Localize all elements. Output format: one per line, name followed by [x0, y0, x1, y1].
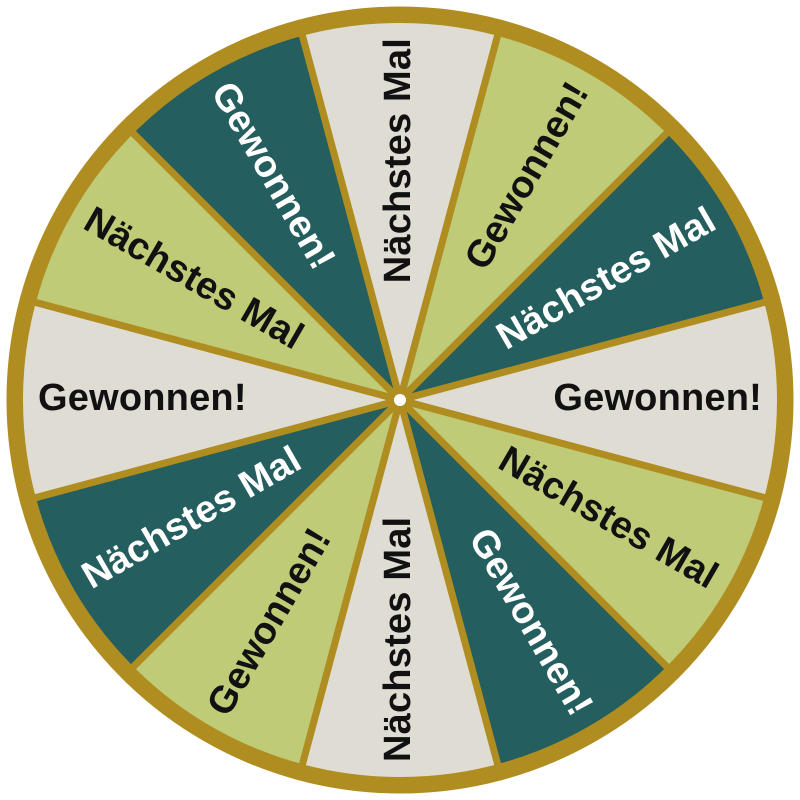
- wheel-segment-label: Gewonnen!: [553, 377, 762, 419]
- wheel-hub-center-dot: [394, 394, 406, 406]
- wheel-segment-label: Nächstes Mal: [377, 517, 419, 762]
- wheel-rim: [10, 10, 790, 790]
- wheel-segment-label: Nächstes Mal: [377, 38, 419, 283]
- wheel-segment-label: Gewonnen!: [38, 377, 247, 419]
